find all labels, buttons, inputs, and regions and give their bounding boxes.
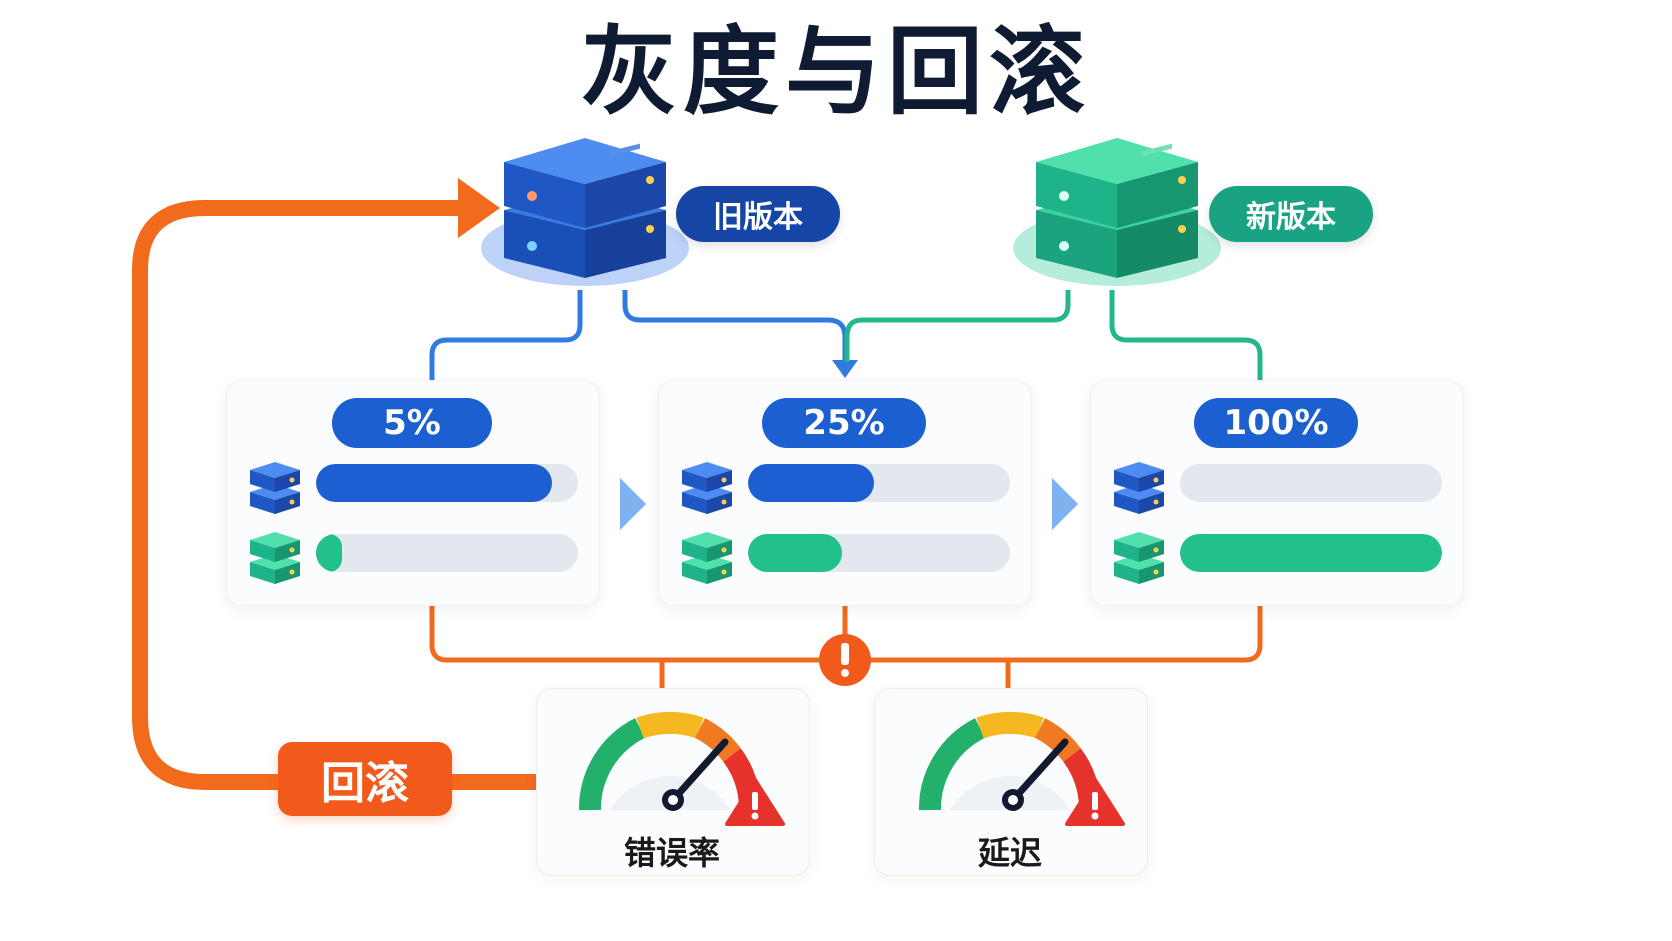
old-server-mini-icon bbox=[1114, 462, 1164, 514]
old-server-mini bbox=[678, 456, 736, 520]
new-traffic-fill bbox=[316, 534, 342, 572]
stage-arrow-icon bbox=[620, 478, 646, 530]
stage-arrow-icon bbox=[1052, 478, 1078, 530]
new-to-25pct-line bbox=[844, 290, 1071, 362]
new-server-icon bbox=[1013, 138, 1221, 286]
new-version-badge: 新版本 bbox=[1209, 186, 1373, 242]
old-version-badge: 旧版本 bbox=[676, 186, 840, 242]
old-server-icon bbox=[481, 138, 689, 286]
traffic-percent-badge: 100% bbox=[1194, 398, 1358, 448]
warning-triangle-icon bbox=[1065, 778, 1125, 826]
new-server-mini bbox=[246, 526, 304, 590]
old-traffic-bar bbox=[1180, 464, 1442, 502]
old-server-mini-icon bbox=[682, 462, 732, 514]
new-traffic-bar bbox=[316, 534, 578, 572]
error-rate-gauge-icon bbox=[578, 711, 785, 826]
old-traffic-fill bbox=[316, 464, 552, 502]
new-to-100pct-line bbox=[1109, 290, 1263, 380]
new-server-mini bbox=[678, 526, 736, 590]
page-title: 灰度与回滚 bbox=[581, 16, 1091, 128]
old-server-mini-icon bbox=[250, 462, 300, 514]
new-server-mini-icon bbox=[1114, 532, 1164, 584]
new-server-mini bbox=[1110, 526, 1168, 590]
error-rate-label: 错误率 bbox=[623, 834, 720, 872]
old-traffic-bar bbox=[316, 464, 578, 502]
new-traffic-fill bbox=[1180, 534, 1442, 572]
old-traffic-fill bbox=[748, 464, 874, 502]
new-traffic-bar bbox=[748, 534, 1010, 572]
new-server-mini-icon bbox=[250, 532, 300, 584]
old-to-25pct-line bbox=[622, 290, 848, 362]
traffic-percent-badge: 5% bbox=[332, 398, 492, 448]
old-server-mini bbox=[246, 456, 304, 520]
rollback-loop-line bbox=[132, 200, 546, 790]
new-traffic-fill bbox=[748, 534, 842, 572]
old-server-mini bbox=[1110, 456, 1168, 520]
exclamation-circle-icon bbox=[819, 634, 871, 686]
new-server-mini-icon bbox=[682, 532, 732, 584]
arrow-down-icon bbox=[832, 360, 858, 378]
latency-gauge-icon bbox=[918, 711, 1125, 826]
old-traffic-bar bbox=[748, 464, 1010, 502]
rollback-button[interactable]: 回滚 bbox=[278, 742, 452, 816]
rollback-arrowhead-icon bbox=[458, 178, 500, 238]
traffic-percent-badge: 25% bbox=[762, 398, 926, 448]
old-to-5pct-line bbox=[429, 290, 583, 380]
new-traffic-bar bbox=[1180, 534, 1442, 572]
latency-label: 延迟 bbox=[977, 834, 1042, 872]
warning-triangle-icon bbox=[725, 778, 785, 826]
